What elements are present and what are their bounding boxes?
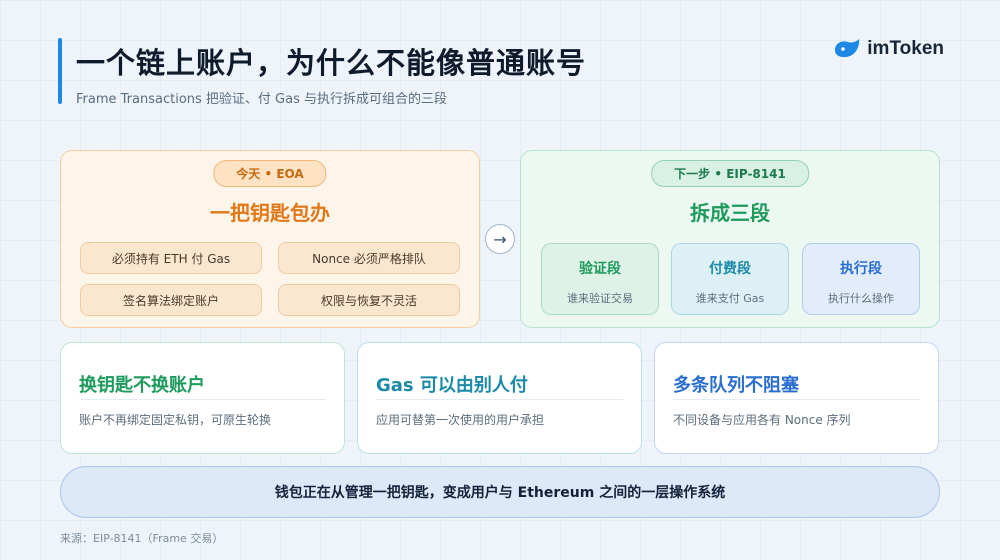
eip8141-pill: 下一步 • EIP-8141 [651, 160, 809, 187]
stage-pay: 付费段 谁来支付 Gas [671, 243, 789, 315]
brand-logo: imToken [833, 38, 944, 60]
eip8141-panel: 下一步 • EIP-8141 拆成三段 验证段 谁来验证交易 付费段 谁来支付 … [520, 150, 940, 328]
page-title: 一个链上账户，为什么不能像普通账号 [76, 46, 587, 80]
stage-desc: 执行什么操作 [828, 292, 894, 305]
imtoken-logo-icon [835, 39, 860, 58]
card-divider [376, 399, 623, 400]
chip-eth-gas: 必须持有 ETH 付 Gas [80, 242, 262, 274]
eoa-pill: 今天 • EOA [213, 160, 327, 187]
eoa-heading: 一把钥匙包办 [210, 201, 330, 225]
card-divider [79, 399, 326, 400]
arrow-right-icon: → [485, 224, 515, 254]
chip-nonce-queue: Nonce 必须严格排队 [278, 242, 460, 274]
stage-title: 验证段 [579, 261, 621, 277]
source-note: 来源：EIP-8141（Frame 交易） [60, 532, 224, 545]
title-accent-bar [58, 38, 62, 104]
eip8141-heading: 拆成三段 [690, 201, 770, 225]
stage-verify: 验证段 谁来验证交易 [541, 243, 659, 315]
stage-desc: 谁来验证交易 [567, 292, 633, 305]
card-desc: 应用可替第一次使用的用户承担 [376, 413, 545, 427]
eoa-panel: 今天 • EOA 一把钥匙包办 必须持有 ETH 付 Gas Nonce 必须严… [60, 150, 480, 328]
card-divider [673, 399, 920, 400]
card-gas-sponsor: Gas 可以由别人付 应用可替第一次使用的用户承担 [357, 342, 642, 454]
stage-desc: 谁来支付 Gas [695, 292, 765, 305]
chip-permission-recovery: 权限与恢复不灵活 [278, 284, 460, 316]
chip-signature-binding: 签名算法绑定账户 [80, 284, 262, 316]
stage-title: 执行段 [840, 261, 882, 277]
logo-text: imToken [867, 38, 944, 59]
stage-title: 付费段 [709, 261, 751, 277]
card-desc: 账户不再绑定固定私钥，可原生轮换 [79, 413, 272, 427]
page-subtitle: Frame Transactions 把验证、付 Gas 与执行拆成可组合的三段 [76, 92, 447, 107]
summary-banner: 钱包正在从管理一把钥匙，变成用户与 Ethereum 之间的一层操作系统 [60, 466, 940, 518]
card-title: 换钥匙不换账户 [79, 375, 205, 396]
card-desc: 不同设备与应用各有 Nonce 序列 [673, 413, 851, 427]
card-title: 多条队列不阻塞 [673, 375, 799, 396]
stage-execute: 执行段 执行什么操作 [802, 243, 920, 315]
card-key-rotation: 换钥匙不换账户 账户不再绑定固定私钥，可原生轮换 [60, 342, 345, 454]
card-nonce-queues: 多条队列不阻塞 不同设备与应用各有 Nonce 序列 [654, 342, 939, 454]
card-title: Gas 可以由别人付 [376, 375, 528, 396]
